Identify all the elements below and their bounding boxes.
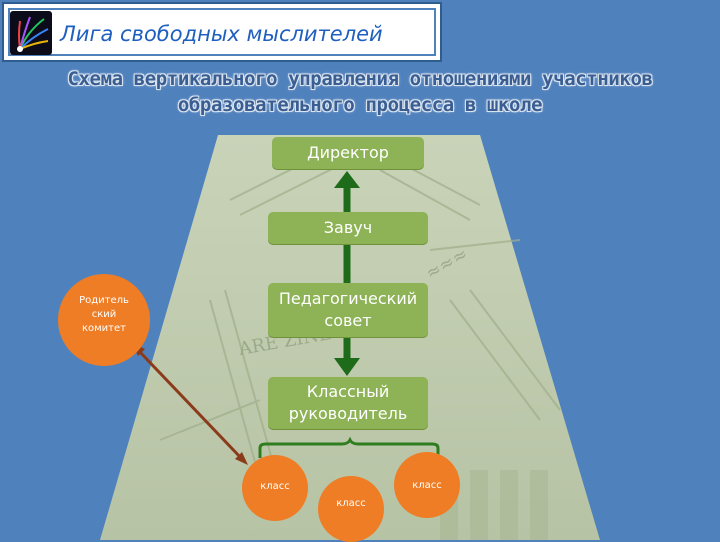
pedsovet-label-line-2: совет — [324, 311, 372, 330]
class-teacher-label-line-1: Классный — [306, 382, 390, 401]
header-inner-border — [8, 8, 436, 56]
parent-committee-line-2: ский — [91, 309, 117, 320]
subtitle-line-2: образовательного процесса в школе — [177, 94, 543, 116]
zavuch-label: Завуч — [323, 218, 373, 237]
header-box: Лига свободных мыслителей — [2, 2, 442, 62]
class-label-3: класс — [412, 480, 442, 491]
parent-committee-line-1: Родитель — [79, 295, 129, 306]
diagram-subtitle: Схема вертикального управления отношения… — [0, 66, 720, 118]
brown-double-arrow — [136, 348, 244, 461]
director-label: Директор — [307, 143, 389, 162]
class-circle-2: класс — [318, 476, 384, 542]
class-circle-3: класс — [394, 452, 460, 518]
parent-committee-line-3: комитет — [81, 323, 126, 334]
classes-bracket — [258, 436, 440, 458]
class-teacher-box: Классный руководитель — [268, 377, 428, 429]
class-label-2: класс — [336, 498, 366, 509]
subtitle-line-1: Схема вертикального управления отношения… — [67, 68, 653, 90]
brown-arrow-head-bottom — [235, 452, 248, 465]
parent-committee-circle: Родитель ский комитет — [58, 274, 150, 366]
green-arrow-down-head — [334, 358, 360, 376]
class-circle-1: класс — [242, 455, 308, 521]
director-box: Директор — [272, 137, 424, 169]
class-teacher-label-line-2: руководитель — [288, 404, 408, 423]
pedsovet-box: Педагогический совет — [268, 283, 428, 337]
header-title: Лига свободных мыслителей — [60, 22, 383, 46]
green-arrow-up-head — [334, 171, 360, 188]
class-label-1: класс — [260, 481, 290, 492]
zavuch-box: Завуч — [268, 212, 428, 244]
pedsovet-label-line-1: Педагогический — [278, 289, 418, 308]
peacock-logo-icon — [10, 11, 52, 55]
